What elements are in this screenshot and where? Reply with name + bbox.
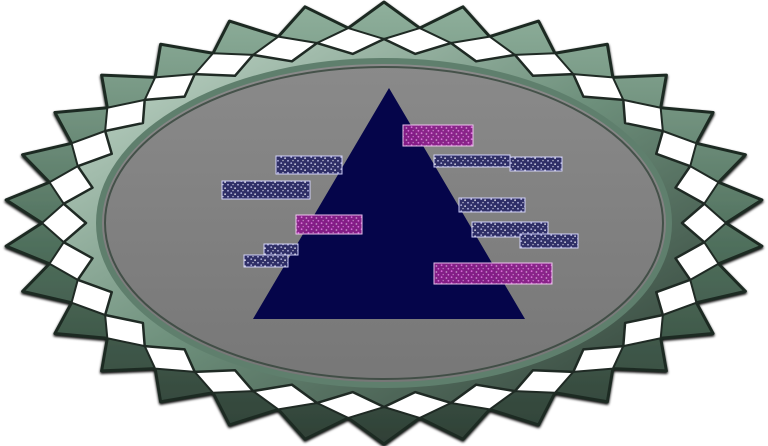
bar-navy-8 xyxy=(471,221,549,238)
bar-magenta-1 xyxy=(402,124,474,147)
decorative-bars xyxy=(221,124,579,285)
bar-navy-4 xyxy=(243,254,289,268)
oval-rim-inner xyxy=(104,66,664,380)
bar-navy-1 xyxy=(275,155,343,175)
bar-magenta-3 xyxy=(433,262,553,285)
bar-magenta-2 xyxy=(295,214,363,235)
bar-navy-5 xyxy=(433,154,511,168)
bar-navy-7 xyxy=(458,197,526,213)
bar-navy-6 xyxy=(509,156,563,172)
bar-navy-9 xyxy=(519,233,579,249)
bar-navy-3 xyxy=(263,243,299,256)
bar-navy-2 xyxy=(221,180,311,200)
triangle-icon xyxy=(253,88,525,319)
